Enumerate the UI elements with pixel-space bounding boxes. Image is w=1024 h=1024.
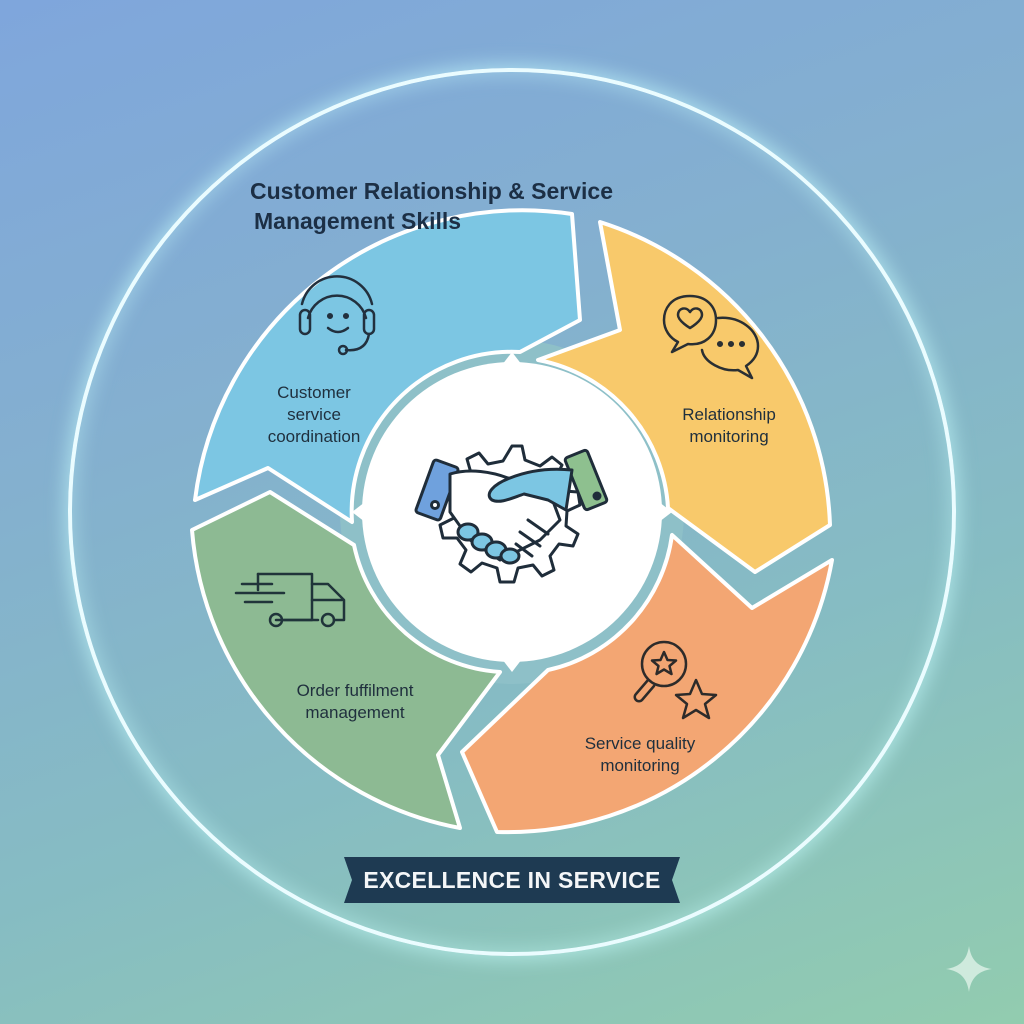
label-service-quality: Service quality monitoring: [584, 734, 696, 775]
title-line-2: Management Skills: [254, 208, 462, 234]
handshake-gear-icon: [414, 444, 609, 584]
segment-relationship-shape[interactable]: [536, 220, 832, 574]
headset-smiley-icon: [298, 275, 376, 356]
segment-customer-service-shape[interactable]: [193, 208, 582, 524]
chat-bubbles-heart-icon: [662, 294, 760, 380]
pointer-left: [352, 492, 378, 532]
title-line-1: Customer Relationship & Service: [250, 178, 613, 204]
ribbon-shape: [344, 857, 680, 903]
label-order-fulfillment: Order fuffilment management: [296, 681, 414, 722]
banner-text: EXCELLENCE IN SERVICE: [363, 867, 661, 893]
outer-glow-ring: [68, 68, 956, 956]
segment-service-quality-shape[interactable]: [460, 533, 834, 835]
pointer-bottom: [492, 646, 532, 672]
segment-order-fulfillment-shape[interactable]: [190, 490, 502, 830]
sparkle-icon: [946, 946, 992, 992]
magnifier-star-icon: [633, 640, 718, 720]
pointer-right: [646, 492, 672, 532]
delivery-truck-icon: [234, 572, 346, 628]
excellence-banner: EXCELLENCE IN SERVICE: [344, 857, 680, 903]
label-relationship: Relationship monitoring: [682, 405, 776, 446]
pointer-top: [492, 352, 532, 378]
label-customer-service: Customer service coordination: [267, 383, 361, 446]
diagram-title: Customer Relationship & Service Manageme…: [250, 176, 690, 236]
